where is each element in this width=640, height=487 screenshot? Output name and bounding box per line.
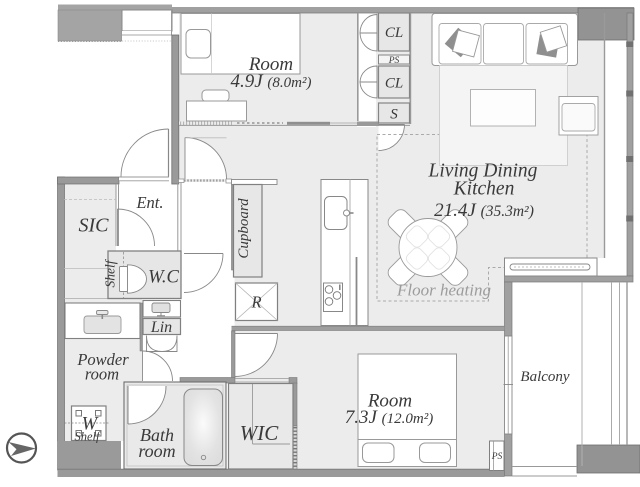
svg-text:room: room xyxy=(85,365,119,384)
svg-text:W.C: W.C xyxy=(148,268,179,288)
svg-text:Kitchen: Kitchen xyxy=(453,179,515,200)
svg-text:PS: PS xyxy=(491,452,503,462)
svg-text:R: R xyxy=(250,293,261,312)
svg-text:Living Dining: Living Dining xyxy=(428,161,538,182)
svg-text:Lin: Lin xyxy=(150,319,172,336)
svg-text:Shelf: Shelf xyxy=(75,430,102,444)
svg-text:Shelf: Shelf xyxy=(103,258,118,287)
svg-text:CL: CL xyxy=(385,25,403,41)
svg-text:4.9J (8.0m²): 4.9J (8.0m²) xyxy=(230,71,311,92)
svg-text:S: S xyxy=(390,107,398,123)
svg-text:W: W xyxy=(82,415,99,435)
svg-text:WIC: WIC xyxy=(240,421,279,445)
svg-text:Balcony: Balcony xyxy=(520,369,569,385)
svg-text:Powder: Powder xyxy=(76,350,129,369)
svg-text:Cupboard: Cupboard xyxy=(236,198,252,259)
svg-text:Ent.: Ent. xyxy=(135,193,163,212)
svg-text:Room: Room xyxy=(367,391,412,412)
svg-text:CL: CL xyxy=(385,76,403,92)
svg-text:21.4J (35.3m²): 21.4J (35.3m²) xyxy=(434,200,534,221)
svg-text:SIC: SIC xyxy=(79,215,110,237)
svg-text:Floor heating: Floor heating xyxy=(396,281,491,300)
svg-text:room: room xyxy=(138,441,175,461)
svg-text:Bath: Bath xyxy=(140,425,174,445)
svg-text:Room: Room xyxy=(248,54,293,75)
svg-text:7.3J (12.0m²): 7.3J (12.0m²) xyxy=(345,407,434,428)
svg-text:PS: PS xyxy=(388,56,400,66)
